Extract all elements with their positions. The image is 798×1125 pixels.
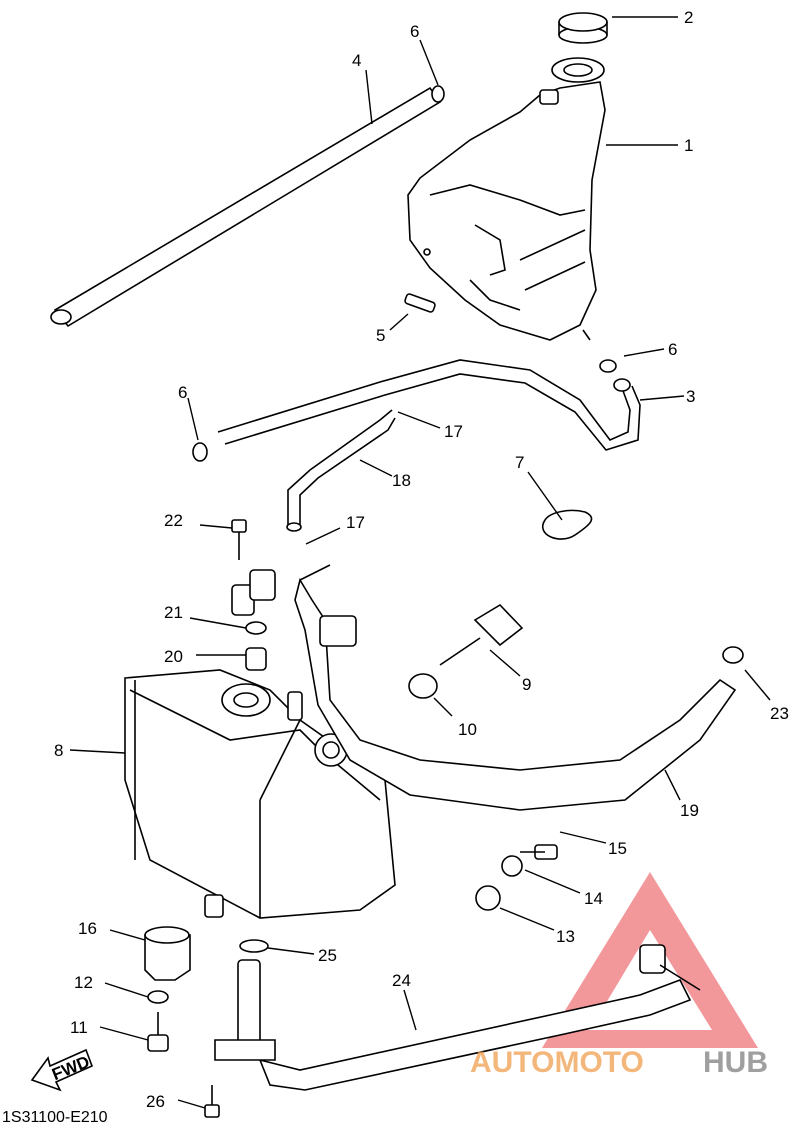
diagram-code: 1S31100-E210 <box>2 1109 108 1125</box>
callout-13: 13 <box>556 927 575 946</box>
callout-6b: 6 <box>668 340 677 359</box>
fwd-label: FWD <box>49 1052 92 1084</box>
callout-22: 22 <box>164 511 183 530</box>
o-ring-25 <box>239 939 269 953</box>
drain-pipe <box>214 944 701 1091</box>
watermark-suffix: HUB <box>703 1046 768 1079</box>
callout-17b: 17 <box>346 513 365 532</box>
hose-clip <box>192 85 617 462</box>
callout-6a: 6 <box>410 22 419 41</box>
callout-1: 1 <box>684 136 693 155</box>
clamp <box>542 509 593 540</box>
callout-6c: 6 <box>178 383 187 402</box>
hose-clamp-23 <box>722 646 744 664</box>
callout-26: 26 <box>146 1092 165 1111</box>
callout-24: 24 <box>392 971 411 990</box>
tank-hose <box>217 359 641 451</box>
callout-20: 20 <box>164 647 183 666</box>
callout-16: 16 <box>78 919 97 938</box>
callout-4: 4 <box>352 51 361 70</box>
callout-8: 8 <box>54 741 63 760</box>
callout-21: 21 <box>164 603 183 622</box>
callout-5: 5 <box>376 326 385 345</box>
callout-labels: 1 2 3 4 5 6 6 6 7 8 9 10 11 12 13 14 15 … <box>54 8 789 1111</box>
mount-hardware-right <box>475 844 558 911</box>
leader-lines <box>69 16 771 1109</box>
sensor <box>439 603 524 666</box>
mount-hardware-left <box>144 926 191 1052</box>
bolt-bracket <box>231 519 276 671</box>
callout-19: 19 <box>680 801 699 820</box>
bolts <box>204 293 436 1118</box>
callout-2: 2 <box>684 8 693 27</box>
callout-15: 15 <box>608 839 627 858</box>
o-ring <box>408 673 438 699</box>
callout-11: 11 <box>70 1018 88 1037</box>
callout-18: 18 <box>392 471 411 490</box>
callout-12: 12 <box>74 973 93 992</box>
callout-14: 14 <box>584 889 603 908</box>
callout-9: 9 <box>522 675 531 694</box>
filler-hose <box>294 564 737 811</box>
overflow-tube <box>50 86 442 328</box>
reservoir-cap <box>558 12 608 44</box>
callout-17a: 17 <box>444 422 463 441</box>
watermark-text: AUTOMOTO HUB <box>470 1046 768 1079</box>
reservoir-tank <box>407 57 606 341</box>
callout-10: 10 <box>458 720 477 739</box>
coolant-tank <box>124 669 396 919</box>
callout-3: 3 <box>686 387 695 406</box>
callout-7: 7 <box>515 453 524 472</box>
watermark-prefix: AUTOMOTO <box>470 1046 644 1079</box>
callout-23: 23 <box>770 704 789 723</box>
breather-hose <box>286 409 396 532</box>
fwd-arrow: FWD <box>30 1048 94 1092</box>
callout-25: 25 <box>318 946 337 965</box>
